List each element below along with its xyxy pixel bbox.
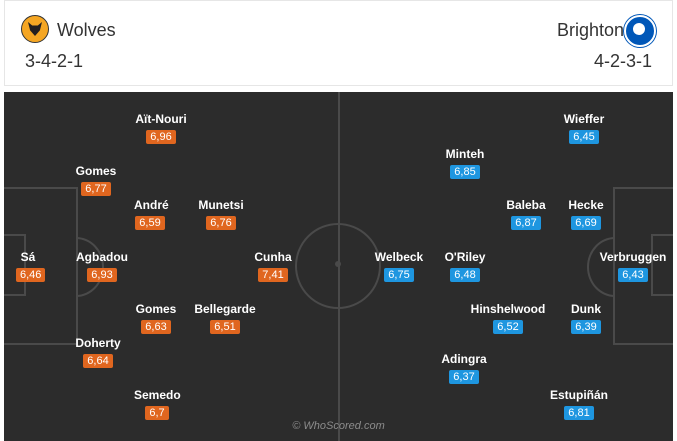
player-name: Hinshelwood bbox=[470, 302, 546, 316]
player-card[interactable]: Verbruggen 6,43 bbox=[598, 250, 668, 283]
player-name: Munetsi bbox=[198, 198, 244, 212]
player-card[interactable]: Adingra 6,37 bbox=[436, 352, 492, 385]
player-card[interactable]: Doherty 6,64 bbox=[74, 336, 122, 369]
player-rating: 6,81 bbox=[564, 406, 594, 420]
player-name: O'Riley bbox=[444, 250, 486, 264]
player-name: Gomes bbox=[135, 302, 177, 316]
player-rating: 6,46 bbox=[16, 268, 46, 282]
player-rating: 6,52 bbox=[493, 320, 523, 334]
player-card[interactable]: Cunha 7,41 bbox=[254, 250, 292, 283]
player-card[interactable]: Agbadou 6,93 bbox=[74, 250, 130, 283]
center-circle bbox=[295, 223, 381, 309]
player-card[interactable]: O'Riley 6,48 bbox=[438, 250, 492, 283]
player-card[interactable]: Estupiñán 6,81 bbox=[546, 388, 612, 421]
player-rating: 6,59 bbox=[135, 216, 165, 230]
player-rating: 6,64 bbox=[83, 354, 113, 368]
player-name: Bellegarde bbox=[194, 302, 256, 316]
player-card[interactable]: Hinshelwood 6,52 bbox=[470, 302, 546, 335]
player-name: Welbeck bbox=[374, 250, 424, 264]
player-card[interactable]: Aït-Nouri 6,96 bbox=[134, 112, 188, 145]
player-card[interactable]: Gomes 6,77 bbox=[74, 164, 118, 197]
player-card[interactable]: Bellegarde 6,51 bbox=[194, 302, 256, 335]
player-name: Aït-Nouri bbox=[135, 112, 187, 126]
player-card[interactable]: Munetsi 6,76 bbox=[196, 198, 246, 231]
player-rating: 6,75 bbox=[384, 268, 414, 282]
player-name: André bbox=[134, 198, 169, 212]
player-name: Sá bbox=[20, 250, 36, 264]
player-name: Baleba bbox=[506, 198, 546, 212]
player-rating: 6,93 bbox=[87, 268, 117, 282]
player-rating: 6,43 bbox=[618, 268, 648, 282]
player-rating: 6,96 bbox=[146, 130, 176, 144]
home-formation: 3-4-2-1 bbox=[25, 51, 84, 71]
player-name: Dunk bbox=[571, 302, 601, 316]
wolves-crest-icon bbox=[21, 15, 49, 43]
player-card[interactable]: Dunk 6,39 bbox=[566, 302, 606, 335]
player-rating: 6,37 bbox=[449, 370, 479, 384]
player-card[interactable]: Hecke 6,69 bbox=[564, 198, 608, 231]
player-name: Estupiñán bbox=[549, 388, 608, 402]
player-rating: 6,85 bbox=[450, 165, 480, 179]
player-card[interactable]: Gomes 6,63 bbox=[134, 302, 178, 335]
player-card[interactable]: Wieffer 6,45 bbox=[559, 112, 609, 145]
player-rating: 6,45 bbox=[569, 130, 599, 144]
home-team-name[interactable]: Wolves bbox=[57, 20, 116, 40]
player-rating: 6,87 bbox=[511, 216, 541, 230]
home-six-yard-box bbox=[4, 234, 26, 296]
player-name: Doherty bbox=[75, 336, 121, 350]
player-card[interactable]: Semedo 6,7 bbox=[134, 388, 181, 421]
player-card[interactable]: Welbeck 6,75 bbox=[370, 250, 428, 283]
watermark: © WhoScored.com bbox=[292, 420, 385, 432]
player-rating: 6,69 bbox=[571, 216, 601, 230]
player-rating: 6,48 bbox=[450, 268, 480, 282]
player-name: Cunha bbox=[254, 250, 292, 264]
player-rating: 7,41 bbox=[258, 268, 288, 282]
player-name: Minteh bbox=[445, 147, 485, 161]
brighton-crest-icon bbox=[624, 15, 656, 47]
away-six-yard-box bbox=[651, 234, 673, 296]
player-name: Wieffer bbox=[563, 112, 605, 126]
player-card[interactable]: André 6,59 bbox=[134, 198, 169, 231]
player-rating: 6,63 bbox=[141, 320, 171, 334]
center-spot bbox=[335, 261, 341, 267]
player-name: Adingra bbox=[441, 352, 487, 366]
player-name: Semedo bbox=[134, 388, 181, 402]
player-rating: 6,77 bbox=[81, 182, 111, 196]
player-name: Gomes bbox=[75, 164, 117, 178]
player-rating: 6,76 bbox=[206, 216, 236, 230]
player-name: Hecke bbox=[568, 198, 604, 212]
player-rating: 6,39 bbox=[571, 320, 601, 334]
player-rating: 6,7 bbox=[145, 406, 169, 420]
pitch: Aït-Nouri 6,96 Gomes 6,77 André 6,59 Mun… bbox=[4, 92, 673, 441]
player-name: Agbadou bbox=[76, 250, 128, 264]
player-card[interactable]: Minteh 6,85 bbox=[439, 147, 491, 180]
away-team-name[interactable]: Brighton bbox=[556, 20, 624, 40]
player-rating: 6,51 bbox=[210, 320, 240, 334]
away-formation: 4-2-3-1 bbox=[593, 51, 652, 71]
player-card[interactable]: Baleba 6,87 bbox=[502, 198, 550, 231]
player-name: Verbruggen bbox=[599, 250, 667, 264]
match-header: Wolves 3-4-2-1 Brighton 4-2-3-1 bbox=[4, 0, 673, 86]
player-card[interactable]: Sá 6,46 bbox=[16, 250, 46, 283]
